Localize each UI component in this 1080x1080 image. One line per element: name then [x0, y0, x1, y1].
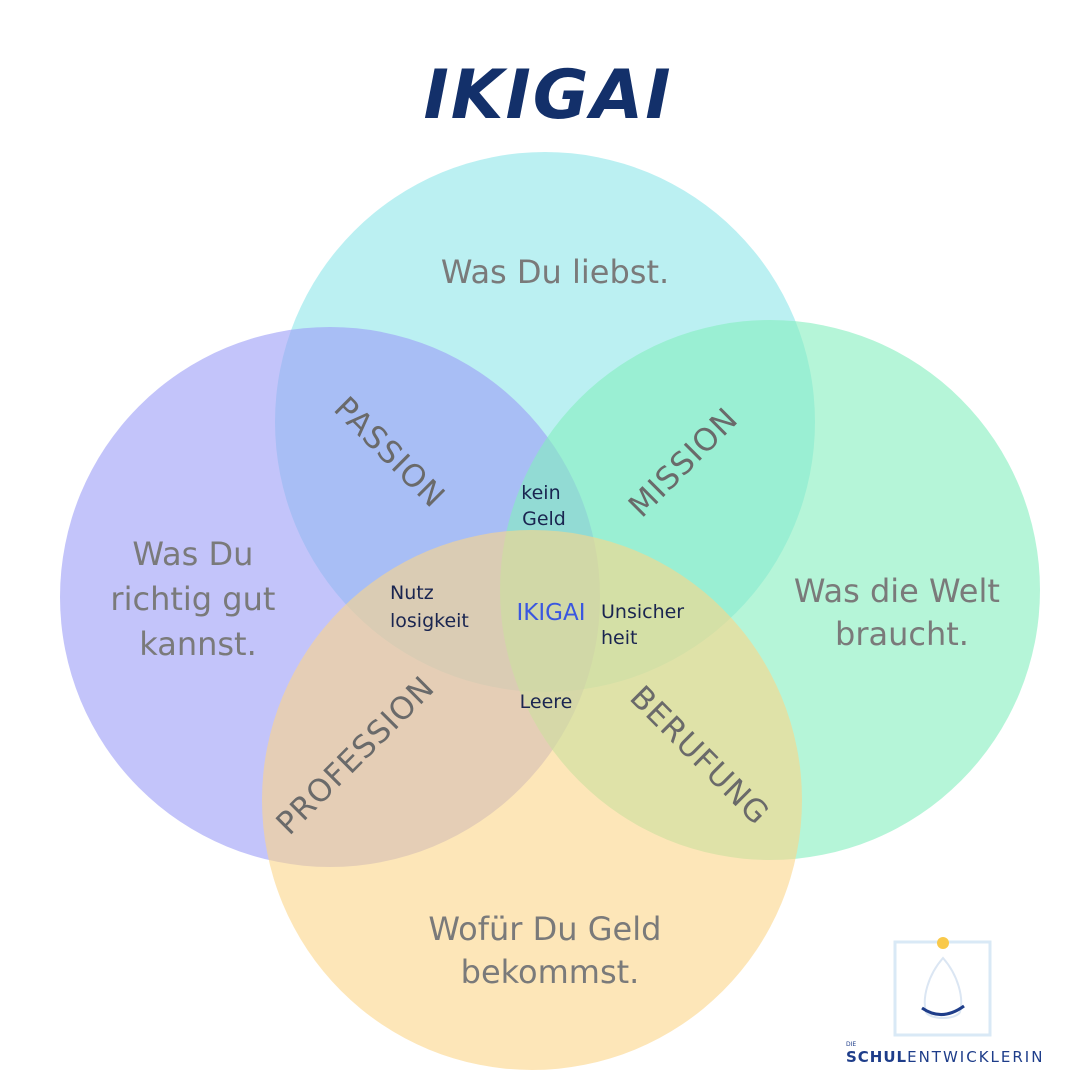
brand-light-text: ENTWICKLERIN: [907, 1048, 1044, 1066]
nutzlosigkeit-label: Nutz losigkeit: [390, 582, 469, 632]
circle-good-label: Was Du richtig gut kannst.: [110, 535, 285, 663]
brand-bold-text: SCHUL: [846, 1048, 907, 1066]
kein-geld-label: kein Geld: [521, 482, 566, 530]
venn-circles: [60, 152, 1040, 1070]
unsicherheit-label: Unsicher heit: [601, 601, 690, 649]
center-ikigai-label: IKIGAI: [517, 600, 586, 626]
brand-small-text: DIE: [846, 1041, 856, 1048]
logo-drop-icon: [923, 956, 963, 1019]
logo-sun-dot: [937, 937, 949, 949]
circle-paid-label: Wofür Du Geld bekommst.: [428, 910, 671, 991]
circle-love-label: Was Du liebst.: [441, 253, 669, 291]
page-title: IKIGAI: [423, 56, 672, 135]
circle-paid: [262, 530, 802, 1070]
logo-frame: [893, 940, 992, 1037]
circle-world-label: Was die Welt braucht.: [794, 572, 1010, 653]
brand-logo: DIE SCHULENTWICKLERIN: [846, 937, 1044, 1066]
logo-wave-icon: [921, 1004, 965, 1016]
leere-label: Leere: [520, 691, 573, 713]
brand-name: SCHULENTWICKLERIN: [846, 1048, 1044, 1066]
